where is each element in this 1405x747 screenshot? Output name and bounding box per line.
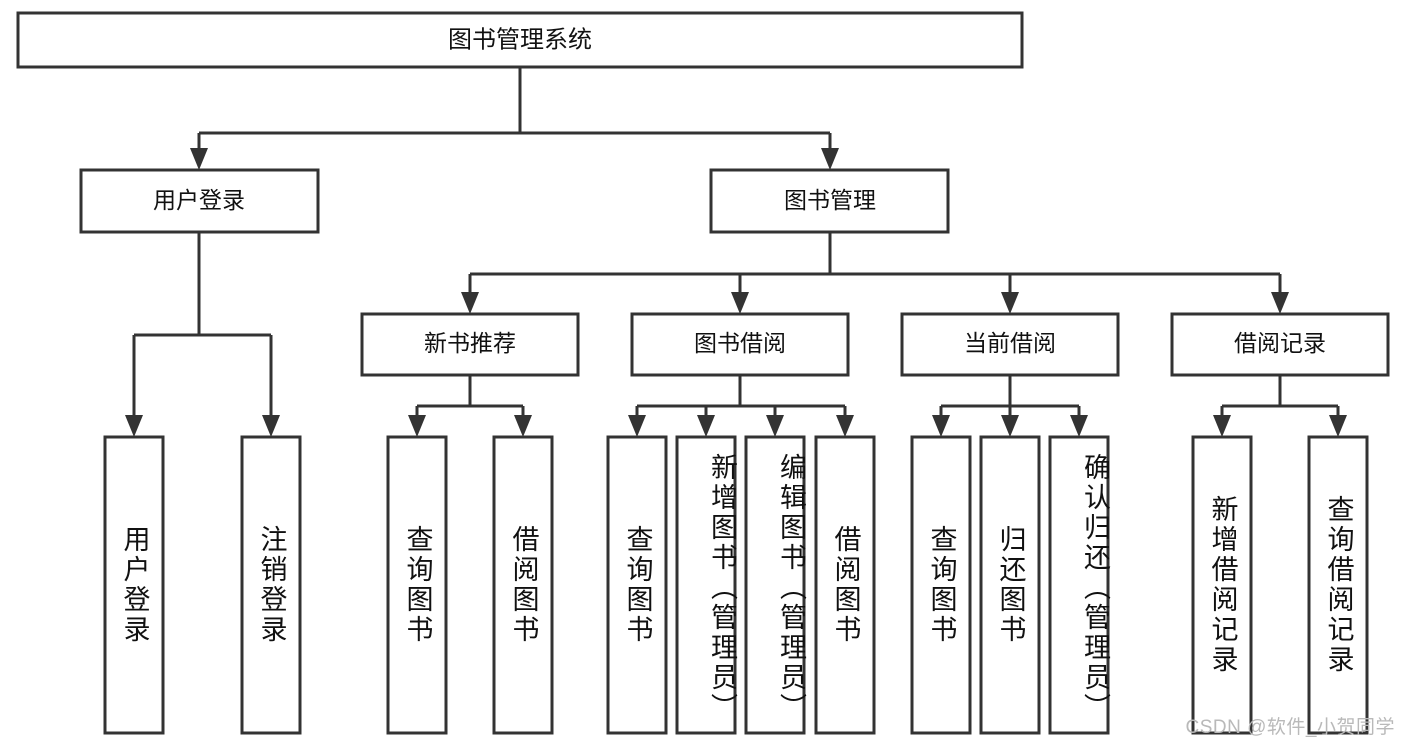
arrow-head-root-to-login: [190, 148, 208, 170]
leaf-record-1[interactable]: [1191, 435, 1253, 735]
node-user-login[interactable]: 用户登录: [79, 168, 320, 234]
connector-group-root: [190, 67, 839, 170]
arrow-head-login-leaf1: [125, 415, 143, 437]
leaf-newbook-2[interactable]: [492, 435, 554, 735]
leaf-borrow-1-box[interactable]: [606, 435, 668, 735]
arrow-head-newbook-leaf1: [408, 415, 426, 437]
leaf-borrow-2-box[interactable]: [675, 435, 737, 735]
node-book-borrow-label: 图书借阅: [694, 330, 786, 356]
arrow-head-bookmgmt-c2: [731, 292, 749, 314]
node-borrow-record-box[interactable]: [1170, 312, 1390, 377]
leaf-borrow-4[interactable]: [814, 435, 876, 735]
arrow-head-newbook-leaf2: [514, 415, 532, 437]
leaf-record-2-box[interactable]: [1307, 435, 1369, 735]
leaf-current-3-box[interactable]: [1048, 435, 1110, 735]
node-book-management-label: 图书管理: [784, 187, 876, 213]
leaf-login-1-box[interactable]: [103, 435, 165, 735]
arrow-head-bookmgmt-c4: [1271, 292, 1289, 314]
leaf-borrow-2[interactable]: [675, 435, 737, 735]
arrow-head-root-to-bookmgmt: [821, 148, 839, 170]
node-current-borrow-label: 当前借阅: [964, 330, 1056, 356]
node-new-book-recommend-box[interactable]: [360, 312, 580, 377]
leaf-current-2[interactable]: [979, 435, 1041, 735]
leaf-borrow-3-box[interactable]: [744, 435, 806, 735]
leaf-current-2-box[interactable]: [979, 435, 1041, 735]
node-current-borrow-box[interactable]: [900, 312, 1120, 377]
node-user-login-box[interactable]: [79, 168, 320, 234]
leaf-current-1[interactable]: [910, 435, 972, 735]
node-new-book-recommend-label: 新书推荐: [424, 330, 516, 356]
csdn-watermark: CSDN @软件_小贺同学: [1185, 717, 1395, 738]
arrow-head-current-leaf3: [1070, 415, 1088, 437]
node-user-login-label: 用户登录: [153, 187, 245, 213]
node-borrow-record[interactable]: 借阅记录: [1170, 312, 1390, 377]
node-new-book-recommend[interactable]: 新书推荐: [360, 312, 580, 377]
leaf-newbook-2-box[interactable]: [492, 435, 554, 735]
arrow-head-bookmgmt-c1: [461, 292, 479, 314]
leaf-record-2[interactable]: [1307, 435, 1369, 735]
leaf-current-3[interactable]: [1048, 435, 1110, 735]
node-book-borrow-box[interactable]: [630, 312, 850, 377]
leaf-newbook-1[interactable]: [386, 435, 448, 735]
arrow-head-login-leaf2: [262, 415, 280, 437]
arrow-head-current-leaf2: [1001, 415, 1019, 437]
node-book-management-box[interactable]: [709, 168, 950, 234]
arrow-head-borrow-leaf4: [836, 415, 854, 437]
connector-group-borrow: [628, 375, 854, 437]
leaf-record-1-box[interactable]: [1191, 435, 1253, 735]
node-root[interactable]: 图书管理系统: [16, 11, 1024, 69]
arrow-head-bookmgmt-c3: [1001, 292, 1019, 314]
leaf-borrow-1[interactable]: [606, 435, 668, 735]
arrow-head-borrow-leaf2: [697, 415, 715, 437]
node-root-box[interactable]: [16, 11, 1024, 69]
node-book-borrow[interactable]: 图书借阅: [630, 312, 850, 377]
connector-group-record: [1213, 375, 1347, 437]
node-root-label: 图书管理系统: [448, 26, 592, 53]
node-borrow-record-label: 借阅记录: [1234, 330, 1326, 356]
leaf-borrow-3[interactable]: [744, 435, 806, 735]
node-current-borrow[interactable]: 当前借阅: [900, 312, 1120, 377]
connector-group-current: [932, 375, 1088, 437]
node-book-management[interactable]: 图书管理: [709, 168, 950, 234]
connector-group-newbook: [408, 375, 532, 437]
arrow-head-record-leaf2: [1329, 415, 1347, 437]
arrow-head-current-leaf1: [932, 415, 950, 437]
leaf-borrow-4-box[interactable]: [814, 435, 876, 735]
leaf-login-2[interactable]: [240, 435, 302, 735]
arrow-head-record-leaf1: [1213, 415, 1231, 437]
arrow-head-borrow-leaf3: [766, 415, 784, 437]
connector-group-bookmgmt: [461, 232, 1289, 314]
connector-group-login: [125, 232, 280, 437]
leaf-login-2-box[interactable]: [240, 435, 302, 735]
leaf-newbook-1-box[interactable]: [386, 435, 448, 735]
leaf-current-1-box[interactable]: [910, 435, 972, 735]
leaf-login-1[interactable]: [103, 435, 165, 735]
arrow-head-borrow-leaf1: [628, 415, 646, 437]
